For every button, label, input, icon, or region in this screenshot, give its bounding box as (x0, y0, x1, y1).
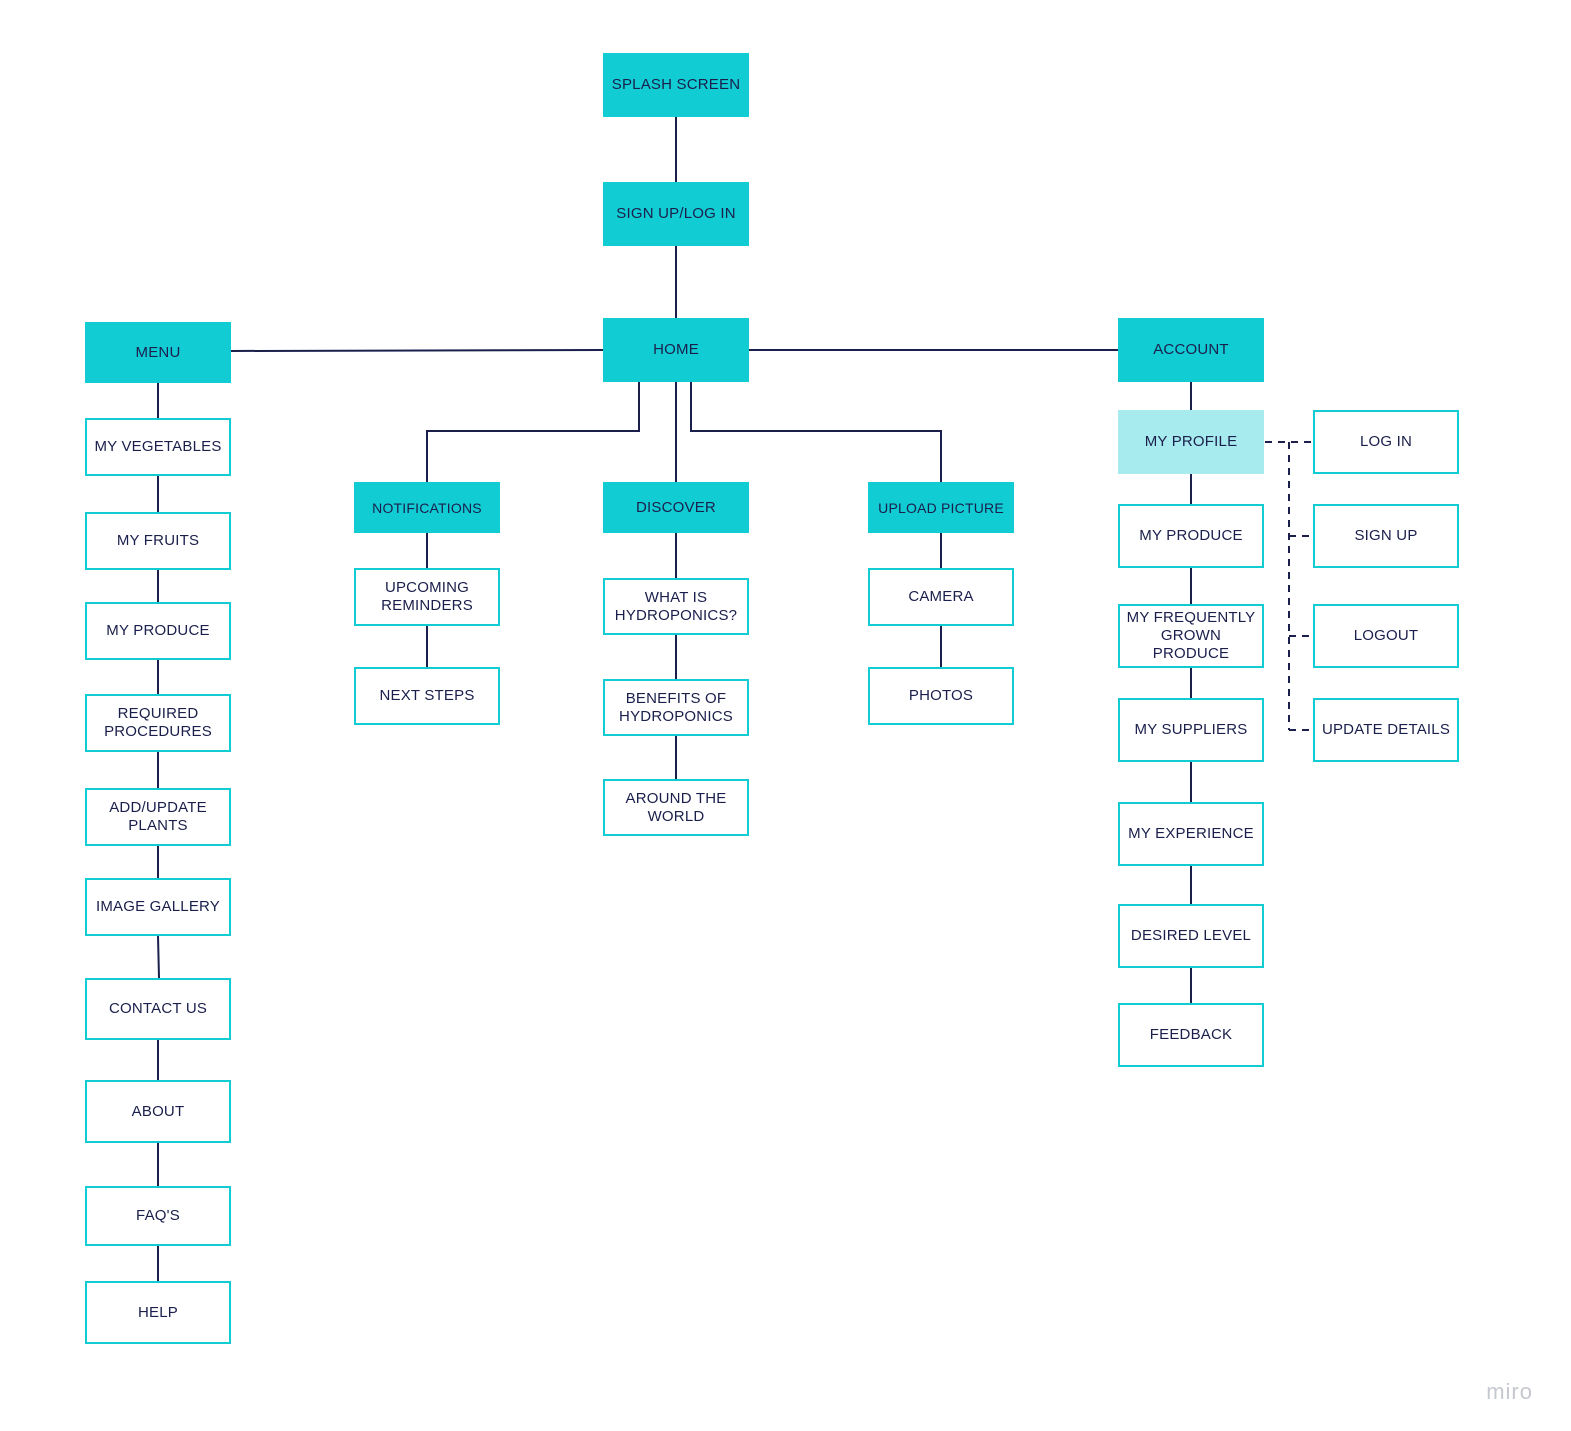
node-log-in[interactable]: LOG IN (1313, 410, 1459, 474)
node-label: NEXT STEPS (379, 687, 475, 704)
node-notifications[interactable]: NOTIFICATIONS (354, 482, 500, 533)
node-sign-up[interactable]: SIGN UP (1313, 504, 1459, 568)
node-update-details[interactable]: UPDATE DETAILS (1313, 698, 1459, 762)
node-home[interactable]: HOME (603, 318, 749, 382)
node-label: DISCOVER (636, 498, 716, 516)
node-image-gallery[interactable]: IMAGE GALLERY (85, 878, 231, 936)
node-desired-level[interactable]: DESIRED LEVEL (1118, 904, 1264, 968)
node-required-procedures[interactable]: REQUIRED PROCEDURES (85, 694, 231, 752)
node-my-suppliers[interactable]: MY SUPPLIERS (1118, 698, 1264, 762)
node-faqs[interactable]: FAQ'S (85, 1186, 231, 1246)
node-label: NOTIFICATIONS (372, 499, 482, 516)
node-sign-up-log-in[interactable]: SIGN UP/LOG IN (603, 182, 749, 246)
node-label: AROUND THE WORLD (625, 789, 727, 825)
node-label: MY PRODUCE (106, 622, 210, 639)
node-upcoming-reminders[interactable]: UPCOMING REMINDERS (354, 568, 500, 626)
node-label: ADD/UPDATE PLANTS (109, 799, 207, 834)
node-label: HELP (138, 1303, 178, 1321)
node-next-steps[interactable]: NEXT STEPS (354, 667, 500, 725)
node-label: ABOUT (131, 1102, 185, 1120)
node-help[interactable]: HELP (85, 1281, 231, 1344)
node-what-is-hydroponics[interactable]: WHAT IS HYDROPONICS? (603, 578, 749, 635)
node-label: MY PROFILE (1144, 433, 1238, 450)
node-photos[interactable]: PHOTOS (868, 667, 1014, 725)
miro-watermark: miro (1486, 1379, 1533, 1404)
node-logout[interactable]: LOGOUT (1313, 604, 1459, 668)
node-my-frequently-grown-produce[interactable]: MY FREQUENTLY GROWN PRODUCE (1118, 604, 1264, 668)
node-upload-picture[interactable]: UPLOAD PICTURE (868, 482, 1014, 533)
node-label: MY SUPPLIERS (1134, 721, 1248, 738)
node-feedback[interactable]: FEEDBACK (1118, 1003, 1264, 1067)
node-label: UPLOAD PICTURE (878, 499, 1004, 516)
node-label: MY FRUITS (116, 532, 200, 549)
node-my-experience[interactable]: MY EXPERIENCE (1118, 802, 1264, 866)
node-account-my-produce[interactable]: MY PRODUCE (1118, 504, 1264, 568)
node-label: UPCOMING REMINDERS (381, 579, 473, 614)
connector (426, 382, 640, 482)
node-camera[interactable]: CAMERA (868, 568, 1014, 626)
node-label: MY VEGETABLES (94, 438, 222, 455)
node-label: FEEDBACK (1149, 1026, 1233, 1043)
node-label: MY EXPERIENCE (1128, 825, 1254, 842)
node-label: SPLASH SCREEN (611, 76, 741, 93)
node-my-vegetables[interactable]: MY VEGETABLES (85, 418, 231, 476)
node-about[interactable]: ABOUT (85, 1080, 231, 1143)
node-my-profile[interactable]: MY PROFILE (1118, 410, 1264, 474)
connector (157, 935, 160, 979)
node-label: UPDATE DETAILS (1321, 721, 1451, 738)
node-add-update-plants[interactable]: ADD/UPDATE PLANTS (85, 788, 231, 846)
connector (690, 382, 942, 482)
node-label: WHAT IS HYDROPONICS? (614, 588, 738, 624)
node-label: LOG IN (1359, 433, 1413, 450)
node-around-the-world[interactable]: AROUND THE WORLD (603, 779, 749, 836)
node-my-fruits[interactable]: MY FRUITS (85, 512, 231, 570)
node-label: MY FREQUENTLY GROWN PRODUCE (1126, 609, 1256, 662)
node-label: ACCOUNT (1153, 341, 1229, 358)
node-contact-us[interactable]: CONTACT US (85, 978, 231, 1040)
node-label: DESIRED LEVEL (1130, 927, 1252, 944)
node-label: LOGOUT (1353, 627, 1419, 644)
connector (230, 349, 604, 352)
node-label: SIGN UP/LOG IN (616, 205, 736, 222)
node-label: CONTACT US (108, 1000, 208, 1017)
node-menu-my-produce[interactable]: MY PRODUCE (85, 602, 231, 660)
node-discover[interactable]: DISCOVER (603, 482, 749, 533)
node-account[interactable]: ACCOUNT (1118, 318, 1264, 382)
node-splash-screen[interactable]: SPLASH SCREEN (603, 53, 749, 117)
node-label: HOME (653, 341, 699, 358)
node-label: MY PRODUCE (1139, 527, 1243, 544)
node-label: CAMERA (908, 588, 974, 605)
node-label: REQUIRED PROCEDURES (104, 705, 212, 740)
node-label: MENU (135, 343, 181, 361)
node-label: FAQ'S (136, 1207, 180, 1224)
node-label: BENEFITS OF HYDROPONICS (619, 689, 733, 725)
node-label: SIGN UP (1354, 527, 1418, 544)
node-label: IMAGE GALLERY (95, 898, 221, 915)
node-benefits-of-hydroponics[interactable]: BENEFITS OF HYDROPONICS (603, 679, 749, 736)
node-menu[interactable]: MENU (85, 322, 231, 383)
node-label: PHOTOS (908, 687, 974, 704)
